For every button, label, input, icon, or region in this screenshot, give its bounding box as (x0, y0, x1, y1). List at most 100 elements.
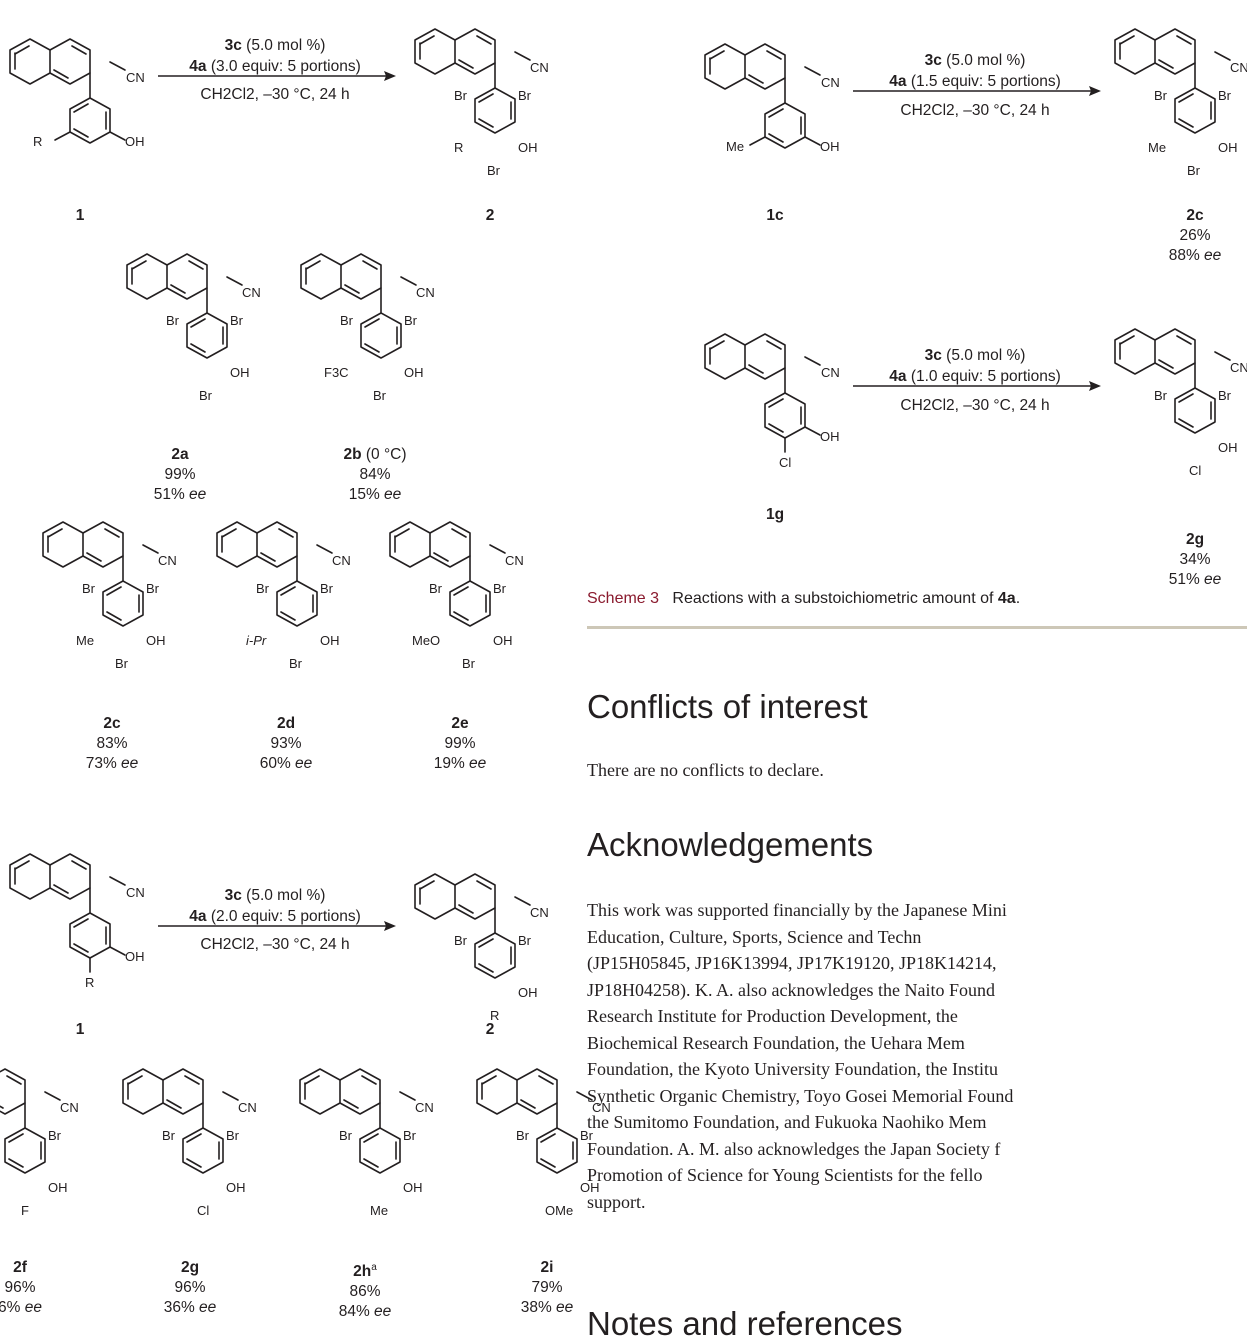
svg-text:CN: CN (238, 1100, 257, 1115)
solvent-bottom-left: CH2Cl2, –30 °C, 24 h (200, 936, 350, 953)
svg-text:CN: CN (530, 60, 549, 75)
structure-2c-top: CN Br Br Me OH Br (42, 521, 177, 671)
svg-text:OH: OH (125, 949, 145, 964)
svg-text:OH: OH (403, 1180, 423, 1195)
svg-text:OH: OH (226, 1180, 246, 1195)
svg-text:Br: Br (230, 313, 244, 328)
conditions-bottom-left: 3c (5.0 mol %) 4a (2.0 equiv: 5 portions… (189, 887, 361, 925)
svg-text:Me: Me (76, 633, 94, 648)
svg-text:OH: OH (580, 1180, 600, 1195)
svg-text:Br: Br (518, 933, 532, 948)
svg-text:CN: CN (416, 285, 435, 300)
svg-text:Br: Br (48, 1128, 62, 1143)
notes-heading: Notes and references (587, 1305, 903, 1342)
svg-text:Br: Br (1187, 163, 1201, 178)
compound-label-2e: 2e 99% 19% ee (433, 715, 487, 772)
svg-text:CN: CN (242, 285, 261, 300)
svg-text:CN: CN (530, 905, 549, 920)
compound-label-2c-top: 2c 83% 73% ee (85, 715, 139, 772)
svg-text:i-Pr: i-Pr (246, 633, 267, 648)
label-1-top: 1 (75, 207, 85, 224)
svg-text:CN: CN (592, 1100, 611, 1115)
svg-text:OH: OH (1218, 140, 1238, 155)
scheme3-caption: Scheme 3 Reactions with a substoichiomet… (587, 590, 1021, 607)
svg-text:Br: Br (340, 313, 354, 328)
svg-text:Br: Br (454, 933, 468, 948)
svg-text:R: R (454, 140, 463, 155)
svg-text:CN: CN (821, 365, 840, 380)
svg-text:OH: OH (125, 134, 145, 149)
compound-label-2a: 2a 99% 51% ee (153, 446, 207, 503)
svg-text:Br: Br (1154, 388, 1168, 403)
svg-text:Br: Br (580, 1128, 594, 1143)
svg-text:CN: CN (1230, 60, 1247, 75)
acknowledgements-body: This work was supported financially by t… (587, 900, 1014, 1212)
svg-text:Br: Br (166, 313, 180, 328)
solvent-top-left: CH2Cl2, –30 °C, 24 h (200, 86, 350, 103)
svg-text:Br: Br (1218, 88, 1232, 103)
product-2g-scheme3: CN Br Br OH Cl (1114, 328, 1247, 478)
svg-text:MeO: MeO (412, 633, 440, 648)
acknowledgements-heading: Acknowledgements (587, 826, 874, 863)
svg-text:OH: OH (320, 633, 340, 648)
svg-text:Br: Br (493, 581, 507, 596)
compound-label-2b: 2b (0 °C) 84% 15% ee (343, 446, 407, 503)
label-2-top: 2 (485, 207, 495, 224)
svg-text:Br: Br (320, 581, 334, 596)
reaction-arrow-2 (158, 921, 396, 931)
svg-text:CN: CN (1230, 360, 1247, 375)
structure-2b: CN Br Br F3C OH Br (300, 253, 435, 403)
svg-text:Cl: Cl (197, 1203, 209, 1218)
svg-text:CN: CN (415, 1100, 434, 1115)
svg-text:Br: Br (82, 581, 96, 596)
svg-text:Me: Me (1148, 140, 1166, 155)
svg-text:CN: CN (332, 553, 351, 568)
compound-label-2g-scheme3: 2g 34% 51% ee (1168, 531, 1222, 588)
svg-text:OH: OH (1218, 440, 1238, 455)
label-2-bottom: 2 (485, 1021, 495, 1038)
svg-text:CN: CN (158, 553, 177, 568)
label-1g: 1g (765, 506, 785, 523)
svg-text:Br: Br (115, 656, 129, 671)
structure-2e: CN Br Br MeO OH Br (389, 521, 524, 671)
svg-text:Me: Me (370, 1203, 388, 1218)
conditions-scheme3-1: 3c (5.0 mol %) 4a (1.5 equiv: 5 portions… (889, 52, 1061, 90)
conflicts-heading: Conflicts of interest (587, 688, 868, 725)
svg-text:OH: OH (518, 985, 538, 1000)
svg-text:R: R (85, 975, 94, 990)
svg-text:Me: Me (726, 139, 744, 154)
structure-2f: CN Br OH F (0, 1068, 79, 1218)
svg-text:OH: OH (518, 140, 538, 155)
svg-text:Br: Br (339, 1128, 353, 1143)
svg-text:OMe: OMe (545, 1203, 573, 1218)
conflicts-text: There are no conflicts to declare. (587, 760, 824, 780)
svg-text:OH: OH (146, 633, 166, 648)
solvent-scheme3-2: CH2Cl2, –30 °C, 24 h (900, 397, 1050, 414)
svg-text:CN: CN (821, 75, 840, 90)
product-2-bottom: CN Br Br OH R (414, 873, 549, 1023)
svg-text:CN: CN (126, 70, 145, 85)
structure-2h: CN Br Br OH Me (299, 1068, 434, 1218)
svg-text:Br: Br (373, 388, 387, 403)
svg-text:Br: Br (256, 581, 270, 596)
reaction-arrow-3 (853, 86, 1101, 96)
svg-text:Br: Br (289, 656, 303, 671)
product-2-top: CN Br Br R OH Br (414, 28, 549, 178)
svg-text:OH: OH (48, 1180, 68, 1195)
label-1-bottom: 1 (75, 1021, 85, 1038)
solvent-scheme3-1: CH2Cl2, –30 °C, 24 h (900, 102, 1050, 119)
reaction-arrow-4 (853, 381, 1101, 391)
svg-text:F3C: F3C (324, 365, 349, 380)
starting-material-1b: CN OH R (9, 853, 145, 990)
product-2c-scheme3: CN Br Br Me OH Br (1114, 28, 1247, 178)
svg-text:OH: OH (820, 429, 840, 444)
svg-text:Cl: Cl (1189, 463, 1201, 478)
structure-2i: CN Br Br OH OMe (476, 1068, 611, 1218)
svg-text:CN: CN (126, 885, 145, 900)
svg-text:Br: Br (1154, 88, 1168, 103)
structure-2a: CN Br Br OH Br (126, 253, 261, 403)
conditions-scheme3-2: 3c (5.0 mol %) 4a (1.0 equiv: 5 portions… (889, 347, 1061, 385)
svg-text:OH: OH (820, 139, 840, 154)
svg-text:R: R (490, 1008, 499, 1023)
reaction-arrow-1 (158, 71, 396, 81)
